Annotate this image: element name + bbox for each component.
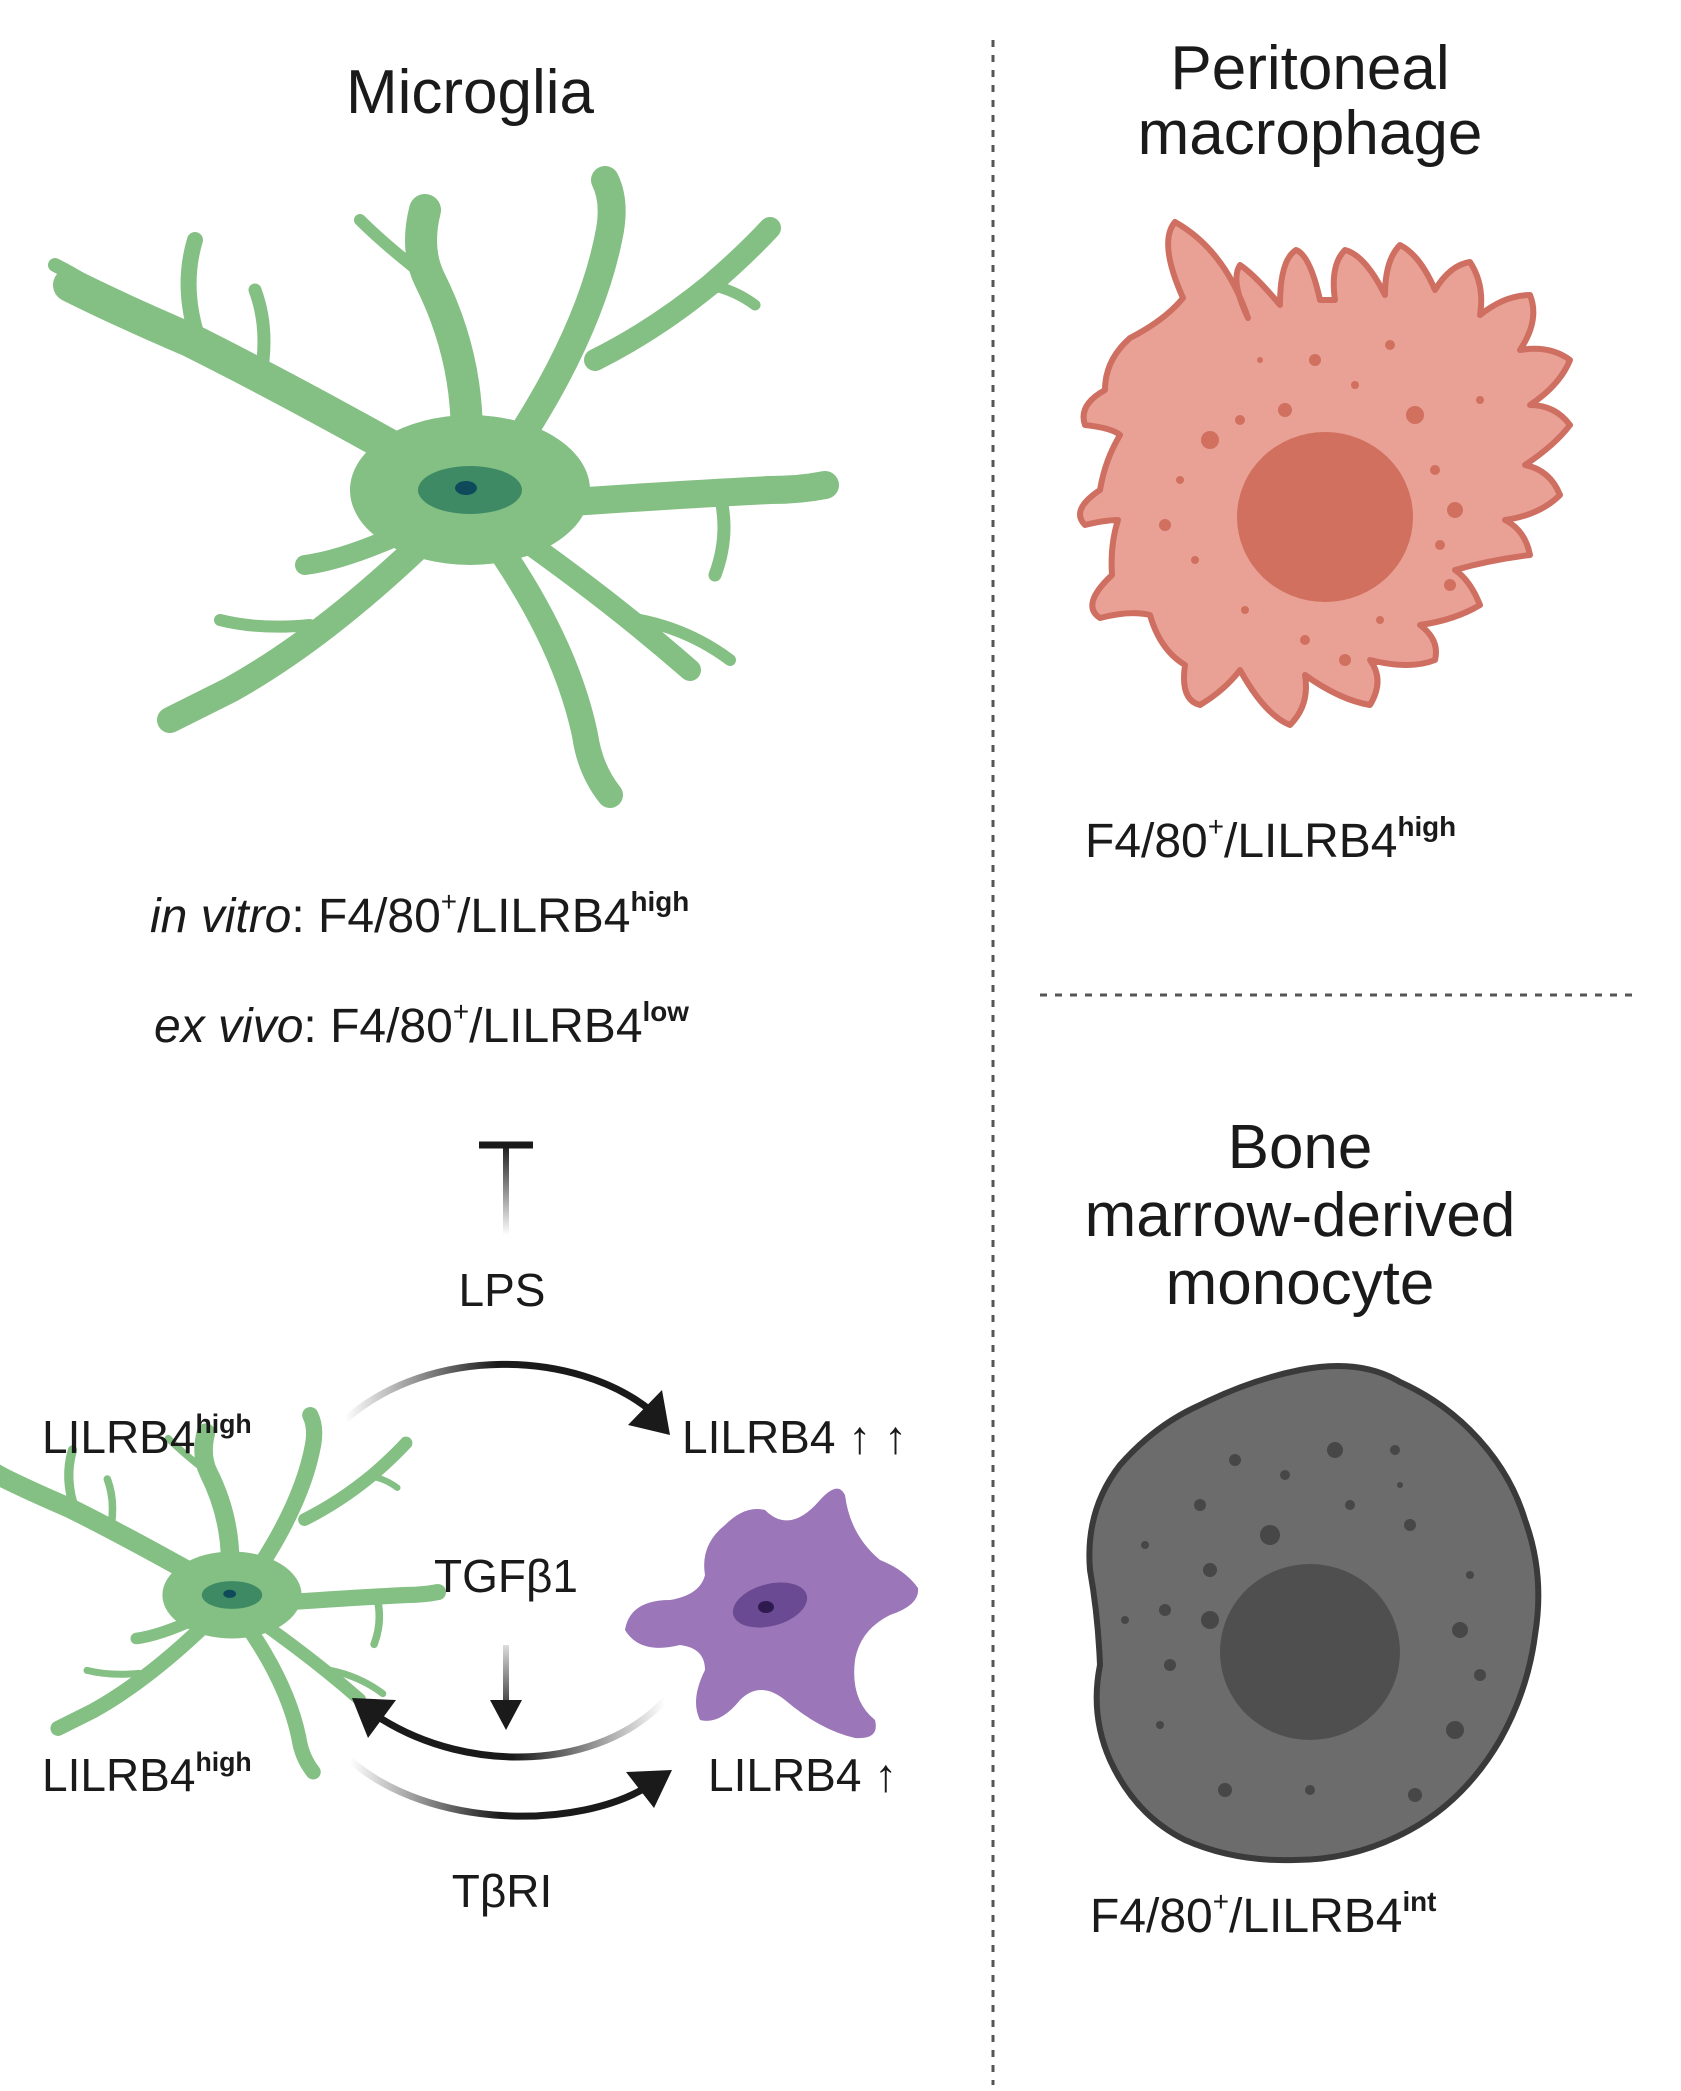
- return-arrow: [352, 1697, 668, 1761]
- pathway-top-right-label: LILRB4 ↑ ↑: [682, 1411, 907, 1463]
- peritoneal-marker: F4/80+/LILRB4high: [1085, 811, 1457, 868]
- activated-microglia-cell: [625, 1488, 919, 1739]
- pathway-bottom-right-label: LILRB4 ↑: [708, 1749, 898, 1801]
- peritoneal-title-line1: Peritoneal: [1170, 34, 1450, 103]
- tbri-arrow: [347, 1757, 672, 1820]
- ex-vivo-label: ex vivo: [154, 1000, 304, 1053]
- lps-label: LPS: [458, 1264, 546, 1316]
- bone-marrow-title-line1: Bone: [1227, 1113, 1373, 1182]
- inhibition-bar-icon: [479, 1141, 533, 1235]
- tgfb1-label: TGFβ1: [433, 1550, 579, 1602]
- peritoneal-title-line2: macrophage: [1137, 99, 1483, 168]
- pathway-bottom-left-label: LILRB4high: [42, 1747, 252, 1801]
- microglia-title: Microglia: [345, 58, 595, 127]
- bone-marrow-title-line2: marrow-derived: [1084, 1181, 1516, 1250]
- in-vitro-label: in vitro: [150, 890, 292, 943]
- bone-marrow-title-line3: monocyte: [1165, 1249, 1435, 1318]
- lps-arrow: [342, 1360, 670, 1435]
- tbri-label: TβRI: [451, 1865, 553, 1917]
- bone-marrow-monocyte-cell: [1086, 1363, 1542, 1864]
- pathway-top-left-label: LILRB4high: [42, 1409, 252, 1463]
- microglia-cell: [55, 180, 825, 795]
- ex-vivo-marker: ex vivo: F4/80+/LILRB4low: [154, 996, 689, 1053]
- in-vitro-marker: in vitro: F4/80+/LILRB4high: [150, 886, 690, 943]
- tgfb1-down-arrow: [490, 1645, 522, 1730]
- bone-marrow-marker: F4/80+/LILRB4int: [1090, 1886, 1437, 1943]
- peritoneal-macrophage-cell: [1077, 219, 1573, 728]
